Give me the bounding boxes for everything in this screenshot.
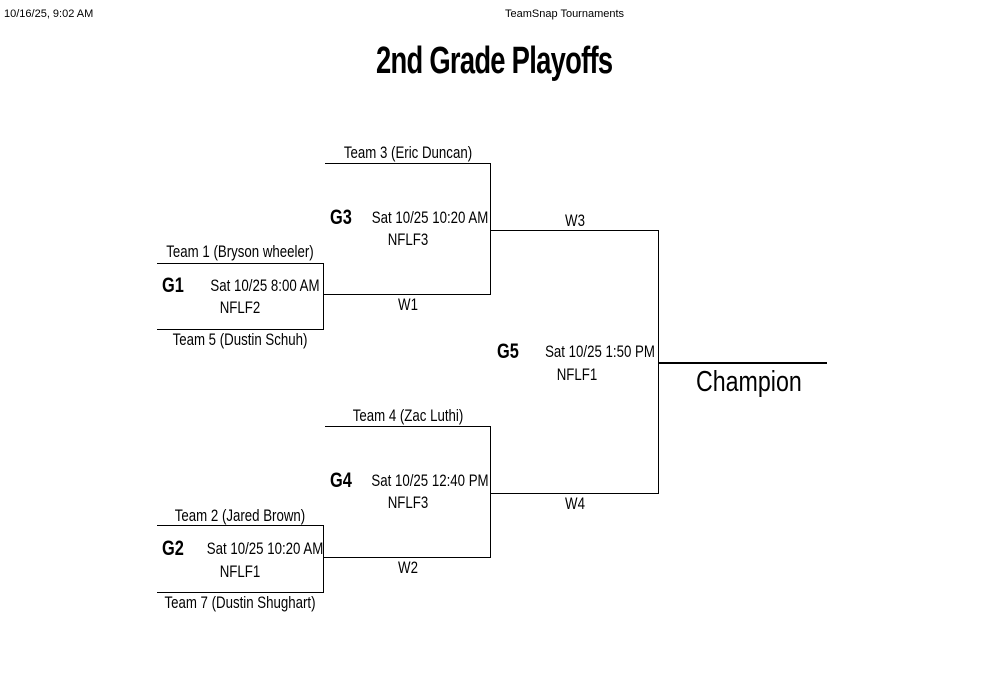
game-code: G5 <box>497 340 519 363</box>
bracket-line <box>157 329 324 330</box>
game-code: G1 <box>162 274 184 297</box>
champion-line <box>659 362 827 364</box>
bracket-line <box>491 230 659 231</box>
team-bottom: Team 5 (Dustin Schuh) <box>172 330 308 349</box>
bracket-line <box>490 426 491 558</box>
bracket-line <box>491 493 659 494</box>
team-bottom: Team 7 (Dustin Shughart) <box>164 593 316 612</box>
winner-label: W4 <box>565 494 585 513</box>
game-time: Sat 10/25 1:50 PM <box>545 342 655 361</box>
team-top: Team 3 (Eric Duncan) <box>343 143 473 162</box>
bracket-line <box>323 525 324 592</box>
winner-label: W1 <box>398 295 418 314</box>
bracket-line <box>325 163 491 164</box>
bracket-line <box>157 592 324 593</box>
champion-label: Champion <box>696 366 802 398</box>
bracket-line <box>157 263 324 264</box>
winner-label: W2 <box>398 558 418 577</box>
bracket-line <box>490 163 491 295</box>
team-top: Team 4 (Zac Luthi) <box>352 406 464 425</box>
game-time: Sat 10/25 10:20 AM <box>371 208 489 227</box>
page-title-text: 2nd Grade Playoffs <box>376 40 613 82</box>
bracket-line <box>658 230 659 494</box>
game-field: NFLF2 <box>219 298 261 317</box>
game-time: Sat 10/25 8:00 AM <box>210 276 320 295</box>
game-code: G3 <box>330 206 352 229</box>
game-time: Sat 10/25 10:20 AM <box>206 539 324 558</box>
bracket-line <box>323 263 324 329</box>
game-code: G4 <box>330 469 352 492</box>
print-datetime: 10/16/25, 9:02 AM <box>4 8 94 20</box>
winner-label: W3 <box>565 211 585 230</box>
bracket-line <box>324 557 491 558</box>
game-time: Sat 10/25 12:40 PM <box>371 471 489 490</box>
app-title: TeamSnap Tournaments <box>505 8 625 20</box>
team-top: Team 1 (Bryson wheeler) <box>166 242 314 261</box>
game-field: NFLF3 <box>387 493 429 512</box>
bracket-line <box>157 525 324 526</box>
page-title: 2nd Grade Playoffs <box>0 40 989 83</box>
game-field: NFLF1 <box>556 365 598 384</box>
bracket-line <box>324 294 491 295</box>
team-top: Team 2 (Jared Brown) <box>174 506 306 525</box>
game-field: NFLF1 <box>219 562 261 581</box>
game-field: NFLF3 <box>387 230 429 249</box>
game-code: G2 <box>162 537 184 560</box>
bracket-line <box>325 426 491 427</box>
